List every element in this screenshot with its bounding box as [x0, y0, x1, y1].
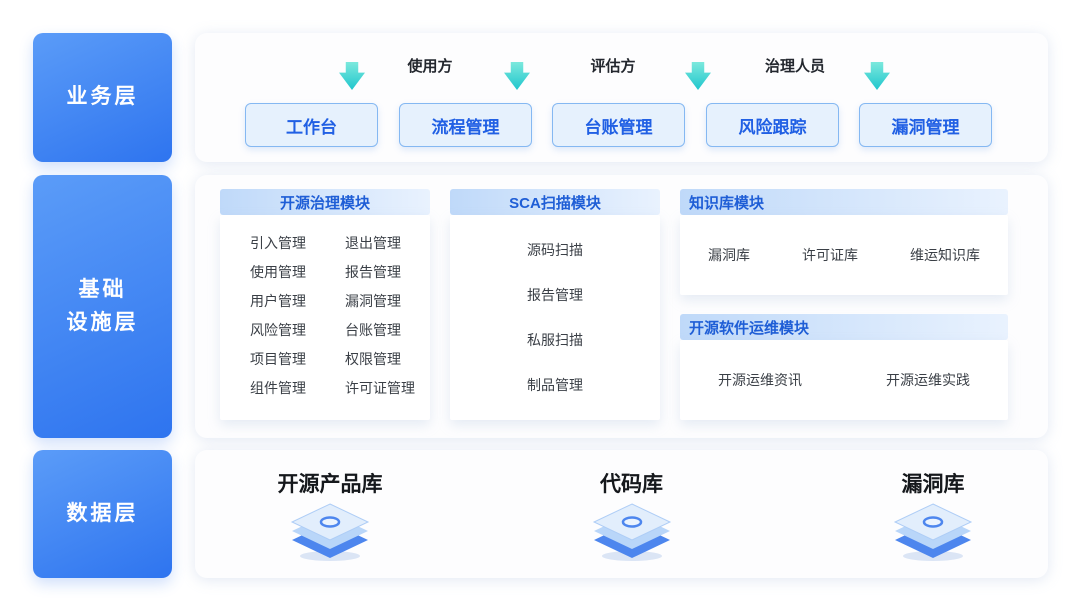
- module-item: 项目管理: [250, 351, 306, 367]
- layer-label-business: 业务层: [66, 85, 139, 109]
- module-item: 报告管理: [527, 287, 583, 303]
- role-label-governor: 治理人员: [764, 58, 826, 75]
- knowledge-module-box: 漏洞库 许可证库 维运知识库: [680, 215, 1008, 295]
- db-group-code-repository: 代码库: [532, 468, 732, 578]
- biz-node-risk-tracking: 风险跟踪: [706, 103, 839, 147]
- module-item: 权限管理: [345, 351, 401, 367]
- module-item: 开源运维资讯: [718, 372, 802, 388]
- layer-block-infrastructure: 基础 设施层: [33, 175, 172, 438]
- db-label: 代码库: [600, 473, 663, 496]
- db-group-open-source-products: 开源产品库: [230, 468, 430, 578]
- database-icon: [290, 503, 370, 561]
- biz-node-process-management: 流程管理: [399, 103, 532, 147]
- knowledge-module-header: 知识库模块: [680, 189, 1008, 215]
- module-item: 维运知识库: [910, 247, 980, 263]
- role-label-assessor: 评估方: [590, 58, 636, 75]
- module-item: 台账管理: [345, 322, 401, 338]
- biz-node-ledger-management: 台账管理: [552, 103, 685, 147]
- module-item: 源码扫描: [527, 242, 583, 258]
- right-modules-column: 知识库模块 漏洞库 许可证库 维运知识库 开源软件运维模块 开源运维资讯 开源运…: [680, 189, 1008, 420]
- data-layer-panel: 开源产品库 代码库 漏洞库: [195, 450, 1048, 578]
- role-label-consumer: 使用方: [407, 58, 453, 75]
- db-label: 漏洞库: [901, 473, 965, 496]
- module-item: 漏洞库: [708, 247, 750, 263]
- ops-module-header: 开源软件运维模块: [680, 314, 1008, 340]
- module-item: 许可证库: [802, 247, 858, 263]
- down-arrow-icon: [685, 62, 711, 90]
- module-item: 用户管理: [250, 293, 306, 309]
- layer-block-data: 数据层: [33, 450, 172, 578]
- module-item: 组件管理: [250, 380, 306, 396]
- layer-label-data: 数据层: [66, 501, 139, 525]
- module-item: 退出管理: [345, 235, 401, 251]
- module-item: 漏洞管理: [345, 293, 401, 309]
- module-item: 使用管理: [250, 264, 306, 280]
- sca-module-box: 源码扫描 报告管理 私服扫描 制品管理: [450, 215, 660, 420]
- biz-node-vulnerability-management: 漏洞管理: [859, 103, 992, 147]
- db-label: 开源产品库: [277, 473, 383, 496]
- layer-block-business: 业务层: [33, 33, 172, 162]
- biz-node-workbench: 工作台: [245, 103, 378, 147]
- down-arrow-icon: [504, 62, 530, 90]
- business-layer-panel: 使用方 评估方 治理人员 工作台 流程管理 台账管理 风险跟踪 漏洞管理: [195, 33, 1048, 162]
- ops-module-box: 开源运维资讯 开源运维实践: [680, 340, 1008, 420]
- module-item: 开源运维实践: [886, 372, 970, 388]
- db-group-vulnerability-database: 漏洞库: [833, 468, 1033, 578]
- governance-item-grid: 引入管理 退出管理 使用管理 报告管理 用户管理 漏洞管理 风险管理 台账管理 …: [220, 215, 430, 412]
- sca-module: SCA扫描模块 源码扫描 报告管理 私服扫描 制品管理: [450, 189, 660, 420]
- database-icon: [592, 503, 671, 561]
- module-item: 引入管理: [250, 235, 306, 251]
- layer-label-infrastructure: 基础 设施层: [66, 277, 139, 334]
- database-icon: [893, 503, 973, 561]
- down-arrow-icon: [864, 62, 890, 90]
- infrastructure-layer-panel: 开源治理模块 引入管理 退出管理 使用管理 报告管理 用户管理 漏洞管理 风险管…: [195, 175, 1048, 438]
- module-item: 制品管理: [527, 377, 583, 393]
- module-item: 报告管理: [345, 264, 401, 280]
- sca-module-header: SCA扫描模块: [450, 189, 660, 215]
- module-item: 许可证管理: [345, 380, 415, 396]
- governance-module-header: 开源治理模块: [220, 189, 430, 215]
- governance-module: 开源治理模块 引入管理 退出管理 使用管理 报告管理 用户管理 漏洞管理 风险管…: [220, 189, 430, 420]
- down-arrow-icon: [339, 62, 365, 90]
- governance-module-box: 引入管理 退出管理 使用管理 报告管理 用户管理 漏洞管理 风险管理 台账管理 …: [220, 215, 430, 420]
- module-item: 私服扫描: [527, 332, 583, 348]
- module-item: 风险管理: [250, 322, 306, 338]
